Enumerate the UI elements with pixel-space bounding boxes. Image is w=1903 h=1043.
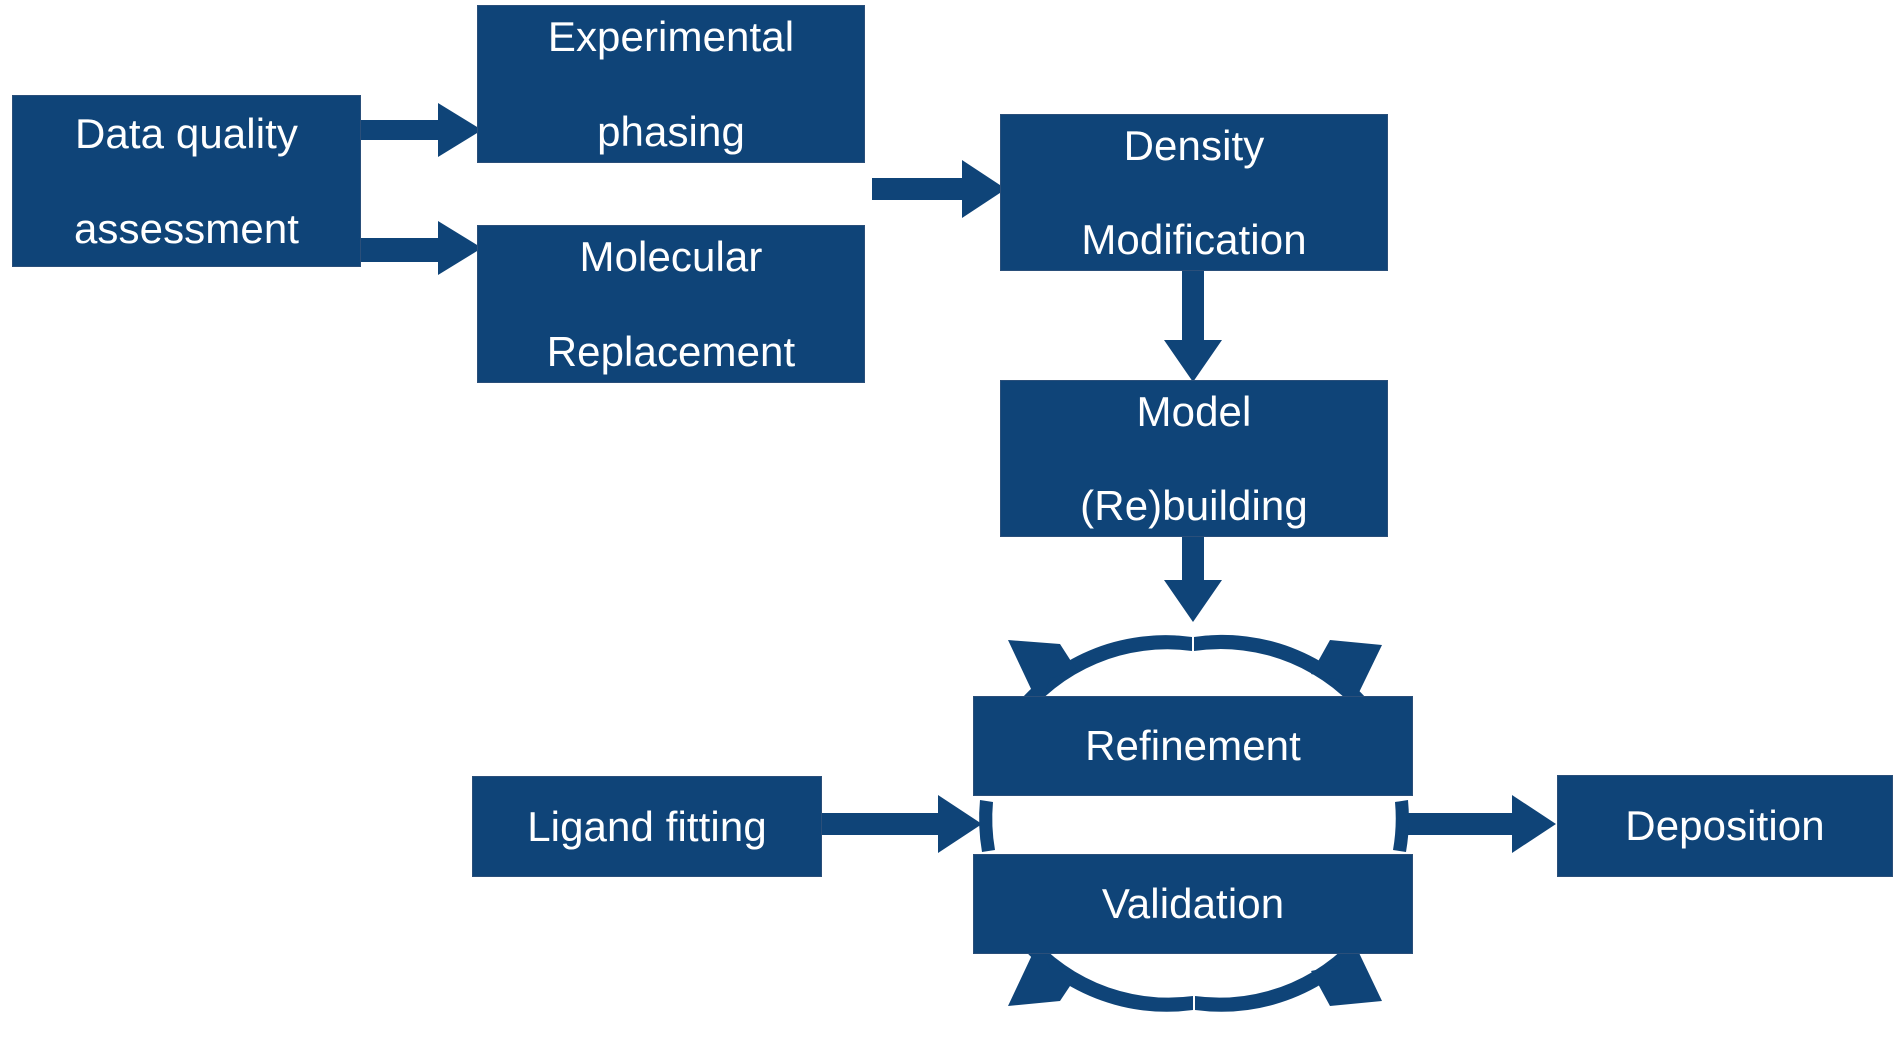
- node-refinement[interactable]: Refinement: [973, 696, 1413, 796]
- node-deposition[interactable]: Deposition: [1557, 775, 1893, 877]
- node-ligand-fitting-label: Ligand fitting: [527, 802, 767, 850]
- node-refinement-label: Refinement: [1085, 722, 1301, 770]
- node-model-rebuilding[interactable]: Model(Re)building: [1000, 380, 1388, 537]
- node-validation-label: Validation: [1101, 880, 1285, 928]
- node-validation[interactable]: Validation: [973, 854, 1413, 954]
- node-deposition-label: Deposition: [1625, 802, 1825, 850]
- node-ligand-fitting[interactable]: Ligand fitting: [472, 776, 822, 877]
- node-model-rebuilding-label: Model(Re)building: [1080, 387, 1308, 530]
